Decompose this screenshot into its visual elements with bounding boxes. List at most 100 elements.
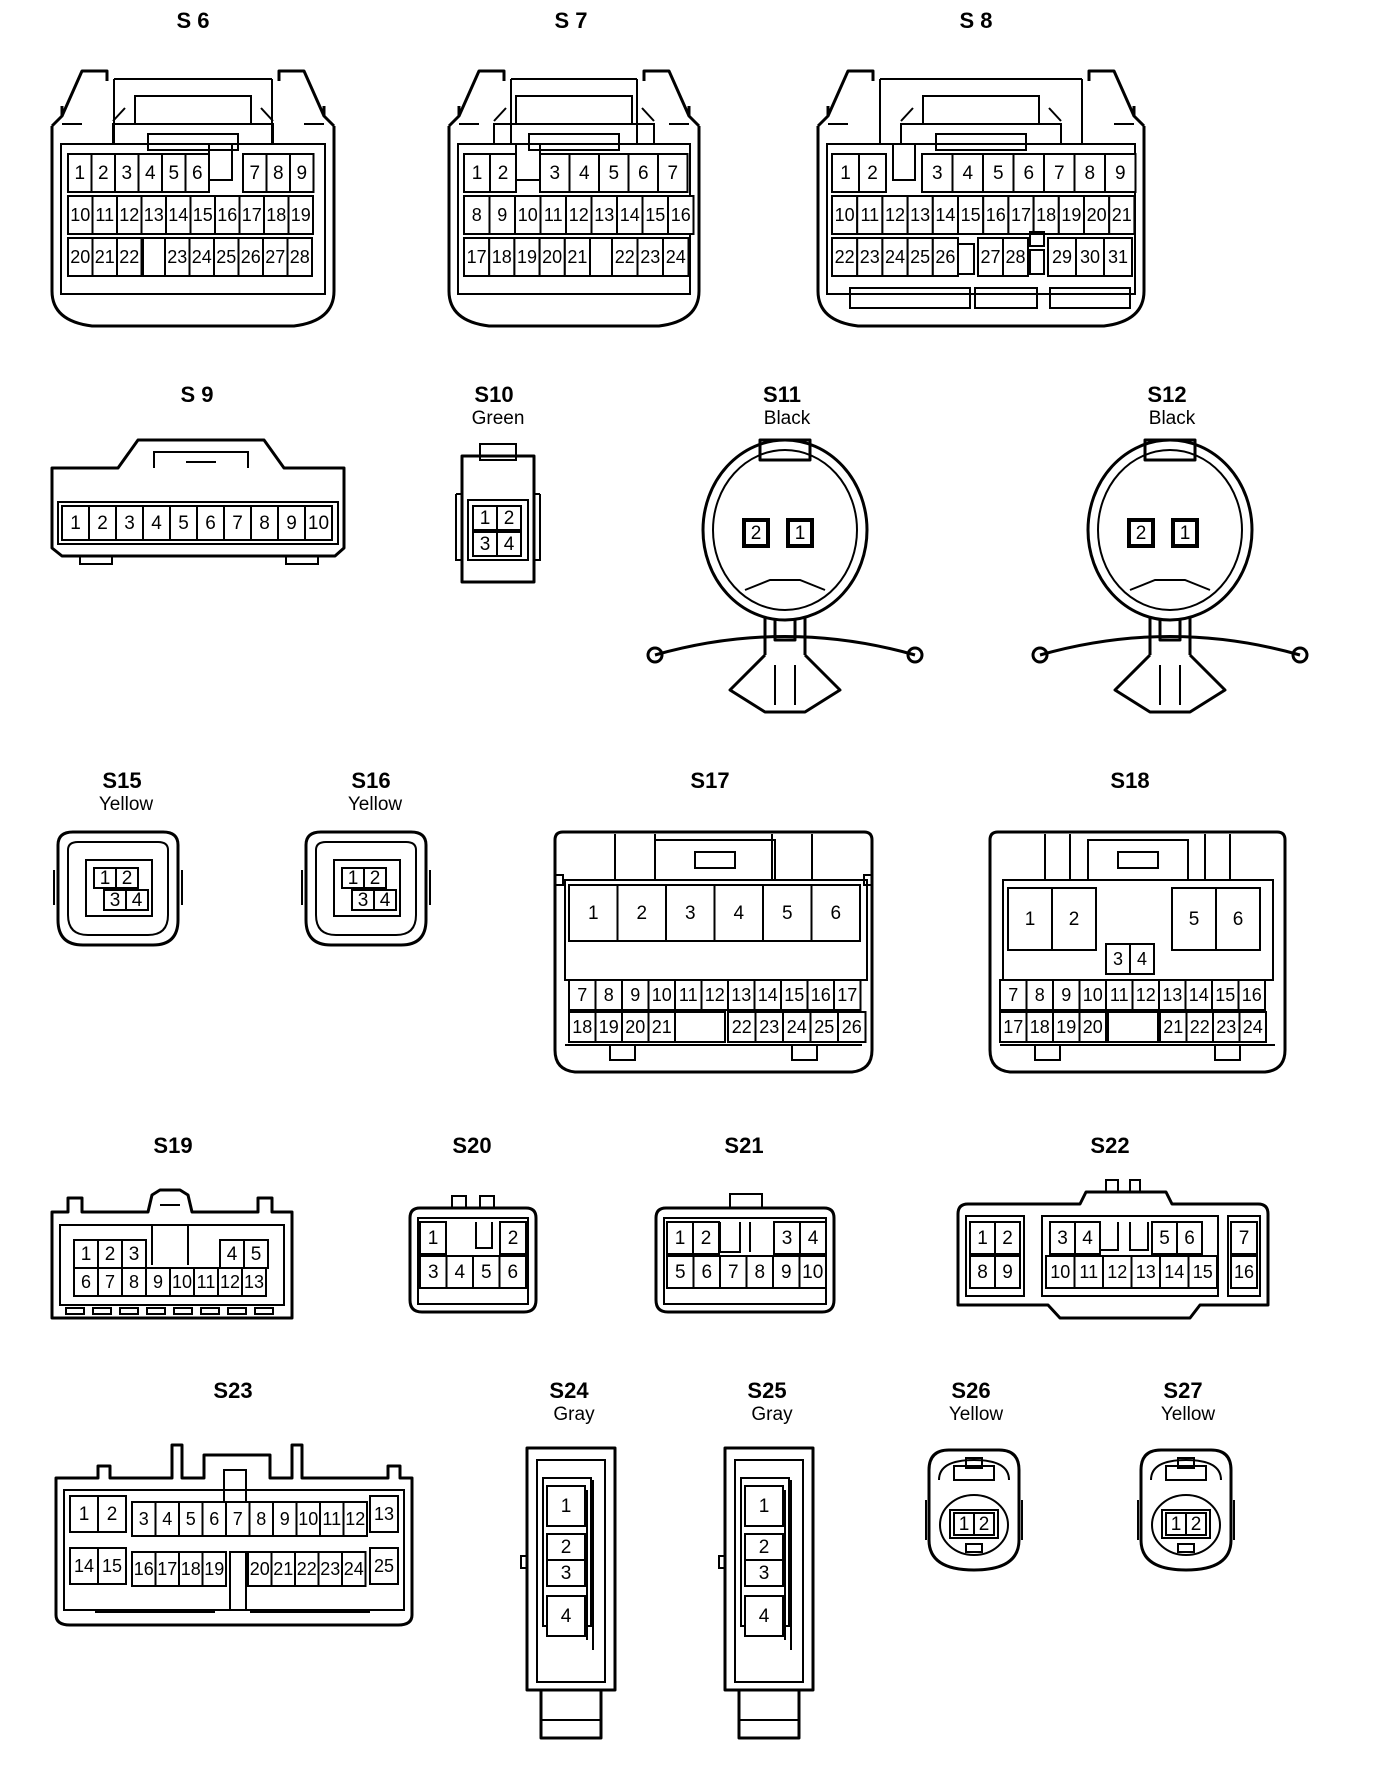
connector-outline — [447, 126, 701, 328]
pin-cavity — [780, 979, 809, 1011]
pin-number: 15 — [645, 205, 665, 225]
pin-number: 9 — [1061, 985, 1071, 1005]
pin-number: 17 — [242, 205, 262, 225]
pin-cavity — [546, 1485, 586, 1527]
pin-number: 20 — [542, 247, 562, 267]
pin-cavity — [1237, 979, 1266, 1011]
pin-number: 1 — [759, 1496, 770, 1517]
pin-number: 3 — [121, 163, 132, 184]
pin-number: 1 — [840, 163, 851, 184]
pin-number: 25 — [814, 1017, 834, 1037]
pin-number: 1 — [795, 523, 806, 544]
pin-cavity — [142, 505, 171, 541]
pin-number: 5 — [186, 1509, 196, 1529]
pin-number: 11 — [1079, 1262, 1098, 1282]
connector-outline — [609, 1045, 818, 1061]
pin-number: 5 — [251, 1244, 262, 1265]
connector-outline — [949, 1509, 999, 1539]
connector-outline — [200, 1307, 220, 1315]
pin-cavity — [289, 153, 315, 193]
pin-number: 23 — [759, 1017, 779, 1037]
pin-number: 5 — [782, 903, 793, 924]
connector-outline — [227, 1307, 247, 1315]
pin-number: 1 — [74, 163, 85, 184]
pin-number: 23 — [320, 1559, 340, 1579]
pin-number: 8 — [256, 1509, 266, 1529]
pin-number: 10 — [298, 1509, 318, 1529]
pin-number: 11 — [860, 205, 879, 225]
pin-number: 20 — [250, 1559, 270, 1579]
pin-number: 8 — [1084, 163, 1095, 184]
connector-outline — [146, 1307, 166, 1315]
pin-cavity — [1159, 1011, 1188, 1043]
pin-number: 18 — [1036, 205, 1056, 225]
pin-number: 10 — [1050, 1262, 1070, 1282]
connector-outline — [988, 830, 1287, 1074]
pin-cavity — [217, 1267, 243, 1297]
pin-number: 2 — [97, 513, 108, 534]
connector-outline — [92, 1307, 112, 1315]
connector-outline — [539, 1688, 603, 1740]
connector-outline — [1159, 665, 1181, 705]
pin-cavity — [1230, 1221, 1258, 1255]
pin-number: 10 — [70, 205, 90, 225]
pin-number: 14 — [758, 985, 778, 1005]
pin-number: 6 — [1023, 163, 1034, 184]
pin-number: 2 — [122, 868, 133, 889]
connector-outline — [879, 78, 1083, 144]
pin-number: 20 — [625, 1017, 645, 1037]
connector-title-s17: S17 — [690, 768, 730, 793]
pin-cavity — [115, 505, 144, 541]
connector-outline — [254, 1307, 274, 1315]
connector-outline — [479, 443, 517, 461]
pin-cavity — [713, 884, 764, 942]
connector-outline — [953, 1465, 995, 1481]
pin-number: 13 — [144, 205, 164, 225]
connector-outline — [277, 69, 326, 117]
pin-number: 1 — [480, 508, 491, 529]
pin-number: 20 — [70, 247, 90, 267]
pin-number: 12 — [220, 1272, 240, 1292]
connector-outline — [555, 874, 872, 886]
pin-cavity — [546, 1595, 586, 1637]
connector-color-s24: Gray — [553, 1404, 595, 1425]
pin-number: 23 — [860, 247, 880, 267]
pin-number: 22 — [615, 247, 635, 267]
pin-number: 21 — [567, 247, 587, 267]
pin-cavity — [488, 195, 516, 235]
pin-number: 2 — [105, 1244, 116, 1265]
pin-cavity — [514, 195, 542, 235]
connector-outline — [1097, 449, 1243, 611]
connector-title-s22: S22 — [1090, 1133, 1130, 1158]
pin-number: 1 — [70, 513, 81, 534]
pin-number: 9 — [630, 985, 640, 1005]
connector-outline — [900, 123, 1062, 145]
connector-outline — [974, 287, 1038, 309]
pin-number: 2 — [636, 903, 647, 924]
pin-number: 14 — [1164, 1262, 1184, 1282]
pin-number: 22 — [835, 247, 855, 267]
connector-outline — [892, 143, 916, 181]
pin-number: 6 — [1184, 1228, 1195, 1249]
pin-number: 2 — [1136, 523, 1147, 544]
pin-cavity — [369, 1547, 399, 1585]
pin-number: 1 — [100, 868, 111, 889]
connector-outline — [1139, 1448, 1233, 1572]
pin-number: 7 — [232, 513, 243, 534]
pin-cavity — [636, 237, 664, 277]
pin-number: 10 — [1083, 985, 1103, 1005]
connector-outline — [816, 126, 1146, 328]
pin-number: 21 — [273, 1559, 293, 1579]
pin-cavity — [1078, 979, 1107, 1011]
pin-cavity — [1078, 1011, 1107, 1043]
pin-cavity — [969, 1255, 996, 1289]
connector-outline — [1107, 1011, 1159, 1043]
pin-number: 22 — [119, 247, 139, 267]
pin-number: 22 — [297, 1559, 317, 1579]
pin-number: 8 — [259, 513, 270, 534]
pin-number: 1 — [675, 1228, 686, 1249]
pin-number: 2 — [751, 523, 762, 544]
